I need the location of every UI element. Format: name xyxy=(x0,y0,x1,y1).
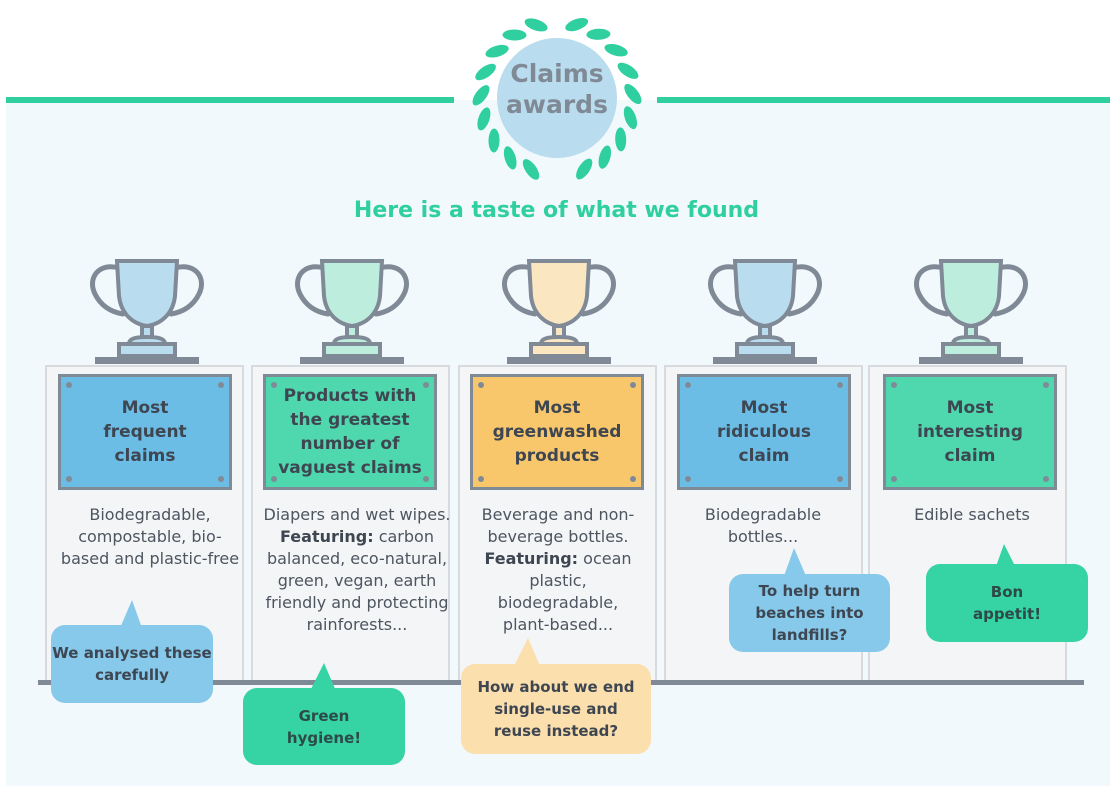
laurel-leaf xyxy=(472,85,490,106)
speech-bubble: We analysed these carefully xyxy=(51,625,213,703)
laurel-leaf xyxy=(617,62,639,79)
laurel-leaf xyxy=(624,83,642,105)
featuring-label: Featuring: xyxy=(280,527,374,546)
laurel-leaf xyxy=(522,159,540,180)
bubble-tail xyxy=(784,548,806,576)
plaque-label: Most greenwashed products xyxy=(492,398,622,466)
plaque-most-frequent-claims: Most frequent claims xyxy=(58,374,232,490)
logo-title: Claims awards xyxy=(506,59,608,119)
plaque-label: Most interesting claim xyxy=(917,398,1023,466)
award-description: Biodegradable, compostable, bio-based an… xyxy=(60,505,240,568)
bubble-tail xyxy=(310,663,336,691)
page-subtitle: Here is a taste of what we found xyxy=(353,198,760,223)
laurel-leaf xyxy=(488,128,500,153)
speech-bubble: How about we end single-use and reuse in… xyxy=(461,664,651,754)
plaque-label: Products with the greatest number of vag… xyxy=(278,386,422,478)
award-description: Edible sachets xyxy=(914,505,1030,524)
trophy-icon xyxy=(90,259,204,364)
award-description: Biodegradable bottles... xyxy=(704,505,822,546)
laurel-leaf xyxy=(615,127,627,152)
laurel-leaf xyxy=(565,18,589,32)
header-line-left xyxy=(6,97,454,103)
laurel-leaf xyxy=(576,158,593,180)
laurel-wreath-icon xyxy=(472,18,642,180)
trophy-icon xyxy=(914,259,1028,364)
award-description: Beverage and non-beverage bottles. Featu… xyxy=(478,504,638,636)
award-description: Diapers and wet wipes. Featuring: carbon… xyxy=(262,504,452,636)
description-text: Diapers and wet wipes. xyxy=(263,505,451,524)
bubble-tail xyxy=(120,600,142,628)
plaque-label: Most frequent claims xyxy=(103,398,187,466)
laurel-leaf xyxy=(524,18,548,32)
speech-bubble: Bon appetit! xyxy=(926,564,1088,642)
description-text: carbon balanced, eco-natural, green, veg… xyxy=(265,527,449,634)
description-text: ocean plastic, biodegradable, plant-base… xyxy=(497,549,632,634)
plaque-label: Most ridiculous claim xyxy=(716,398,812,466)
header-line-right xyxy=(657,97,1110,103)
laurel-leaf xyxy=(586,28,611,40)
logo-circle xyxy=(497,38,617,158)
trophy-icon xyxy=(295,259,409,364)
laurel-leaf xyxy=(598,145,612,169)
claims-awards-logo: Claims awards xyxy=(455,6,660,186)
laurel-leaf xyxy=(623,106,637,130)
speech-bubble: Green hygiene! xyxy=(243,688,405,765)
trophy-icon xyxy=(708,259,822,364)
speech-bubble: To help turn beaches into landfills? xyxy=(729,574,890,652)
laurel-leaf xyxy=(477,107,491,131)
plaque-most-ridiculous: Most ridiculous claim xyxy=(677,374,851,490)
laurel-leaf xyxy=(485,44,509,58)
bubble-tail xyxy=(514,638,540,666)
trophy-icon xyxy=(502,259,616,364)
plaque-most-interesting: Most interesting claim xyxy=(883,374,1057,490)
laurel-leaf xyxy=(475,63,496,81)
featuring-label: Featuring: xyxy=(484,549,579,568)
laurel-leaf xyxy=(503,146,517,170)
laurel-leaf xyxy=(502,29,527,41)
plaque-vaguest-claims: Products with the greatest number of vag… xyxy=(263,374,437,490)
description-text: Beverage and non-beverage bottles. xyxy=(481,505,635,546)
plaque-most-greenwashed: Most greenwashed products xyxy=(470,374,644,490)
laurel-leaf xyxy=(604,43,628,57)
